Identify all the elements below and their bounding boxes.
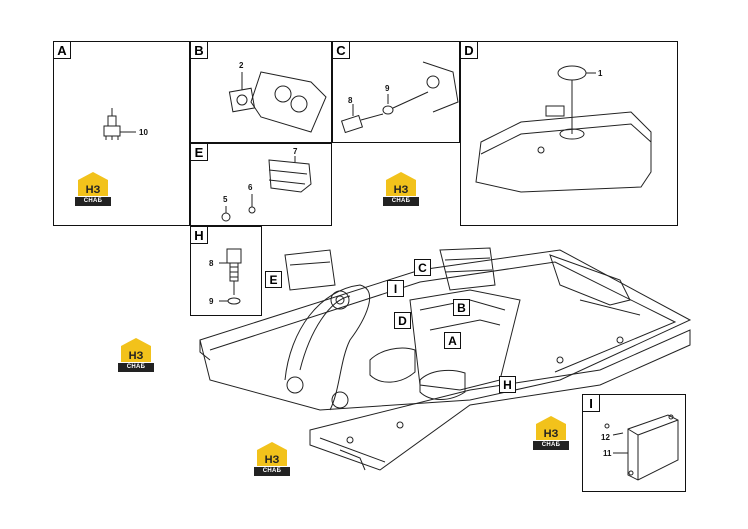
callout-d: D [394, 312, 411, 329]
detail-panel-i: I 12 11 [582, 394, 686, 492]
detail-panel-e: E 7 5 6 [190, 143, 332, 226]
part-number-9: 9 [385, 84, 390, 93]
svg-text:НЗ: НЗ [86, 184, 101, 196]
watermark-caption: СНАБ [118, 363, 154, 372]
part-number-9-h: 9 [209, 297, 214, 306]
panel-b-tag: B [190, 41, 208, 59]
panel-e-tag: E [190, 143, 208, 161]
detail-panel-d: D 1 [460, 41, 678, 226]
svg-text:НЗ: НЗ [544, 428, 559, 440]
detail-panel-b: B 2 [190, 41, 332, 143]
part-number-10: 10 [139, 128, 148, 137]
watermark-caption: СНАБ [75, 197, 111, 206]
panel-i-tag: I [582, 394, 600, 412]
part-number-1: 1 [598, 69, 603, 78]
part-number-6: 6 [248, 183, 253, 192]
callout-i: I [387, 280, 404, 297]
detail-panel-h: H 8 9 [190, 226, 262, 316]
panel-c-tag: C [332, 41, 350, 59]
watermark-mark-icon: НЗ [386, 172, 416, 196]
part-number-8-h: 8 [209, 259, 214, 268]
watermark-mark-icon: НЗ [536, 416, 566, 440]
callout-a: A [444, 332, 461, 349]
callout-c: C [414, 259, 431, 276]
callout-h: H [499, 376, 516, 393]
callout-b: B [453, 299, 470, 316]
detail-panel-a: A 10 [53, 41, 190, 226]
watermark-mark-icon: НЗ [78, 172, 108, 196]
watermark-caption: СНАБ [254, 467, 290, 476]
watermark-logo-1: НЗ СНАБ [75, 172, 111, 206]
watermark-logo-5: НЗ СНАБ [533, 416, 569, 450]
watermark-logo-4: НЗ СНАБ [254, 442, 290, 476]
watermark-caption: СНАБ [383, 197, 419, 206]
part-number-5: 5 [223, 195, 228, 204]
bracket-drawing [221, 156, 312, 222]
tank-drawing [475, 65, 652, 193]
callout-e: E [265, 271, 282, 288]
watermark-logo-3: НЗ СНАБ [118, 338, 154, 372]
svg-text:НЗ: НЗ [265, 454, 280, 466]
watermark-logo-2: НЗ СНАБ [383, 172, 419, 206]
plate-drawing [228, 71, 327, 133]
panel-d-tag: D [460, 41, 478, 59]
watermark-mark-icon: НЗ [121, 338, 151, 362]
control-unit-drawing [604, 414, 679, 481]
watermark-mark-icon: НЗ [257, 442, 287, 466]
toggle-switch-drawing [103, 108, 136, 140]
svg-text:НЗ: НЗ [394, 184, 409, 196]
watermark-caption: СНАБ [533, 441, 569, 450]
svg-text:НЗ: НЗ [129, 350, 144, 362]
part-number-7: 7 [293, 147, 298, 156]
part-number-11: 11 [603, 449, 612, 458]
part-number-2: 2 [239, 61, 244, 70]
detail-panel-c: C 8 9 [332, 41, 460, 143]
panel-h-tag: H [190, 226, 208, 244]
part-number-8: 8 [348, 96, 353, 105]
part-number-12: 12 [601, 433, 610, 442]
panel-a-tag: A [53, 41, 71, 59]
pressure-switch-drawing [219, 248, 242, 305]
sensor-drawing [340, 61, 459, 134]
